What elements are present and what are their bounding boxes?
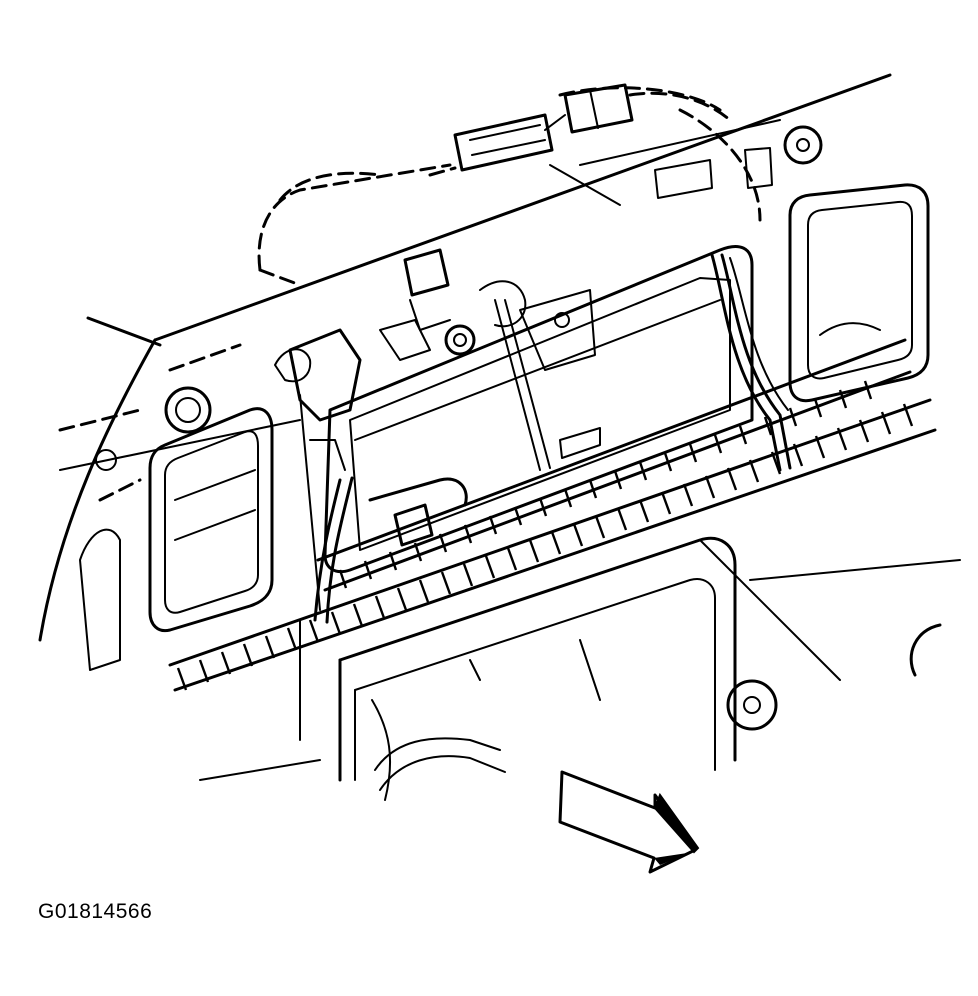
trim-opening-left (148, 407, 274, 633)
trim-opening-right (788, 183, 930, 403)
liftgate-inner-panel (38, 73, 961, 781)
lower-opening (299, 537, 737, 782)
wiring-harness (313, 253, 792, 801)
liftgate-latch-actuator (274, 245, 754, 611)
figure-code: G01814566 (38, 900, 153, 923)
direction-arrow (558, 770, 700, 874)
seal-strip (176, 338, 914, 691)
trim-cover-phantom (58, 86, 762, 502)
electrical-connector (393, 83, 732, 547)
